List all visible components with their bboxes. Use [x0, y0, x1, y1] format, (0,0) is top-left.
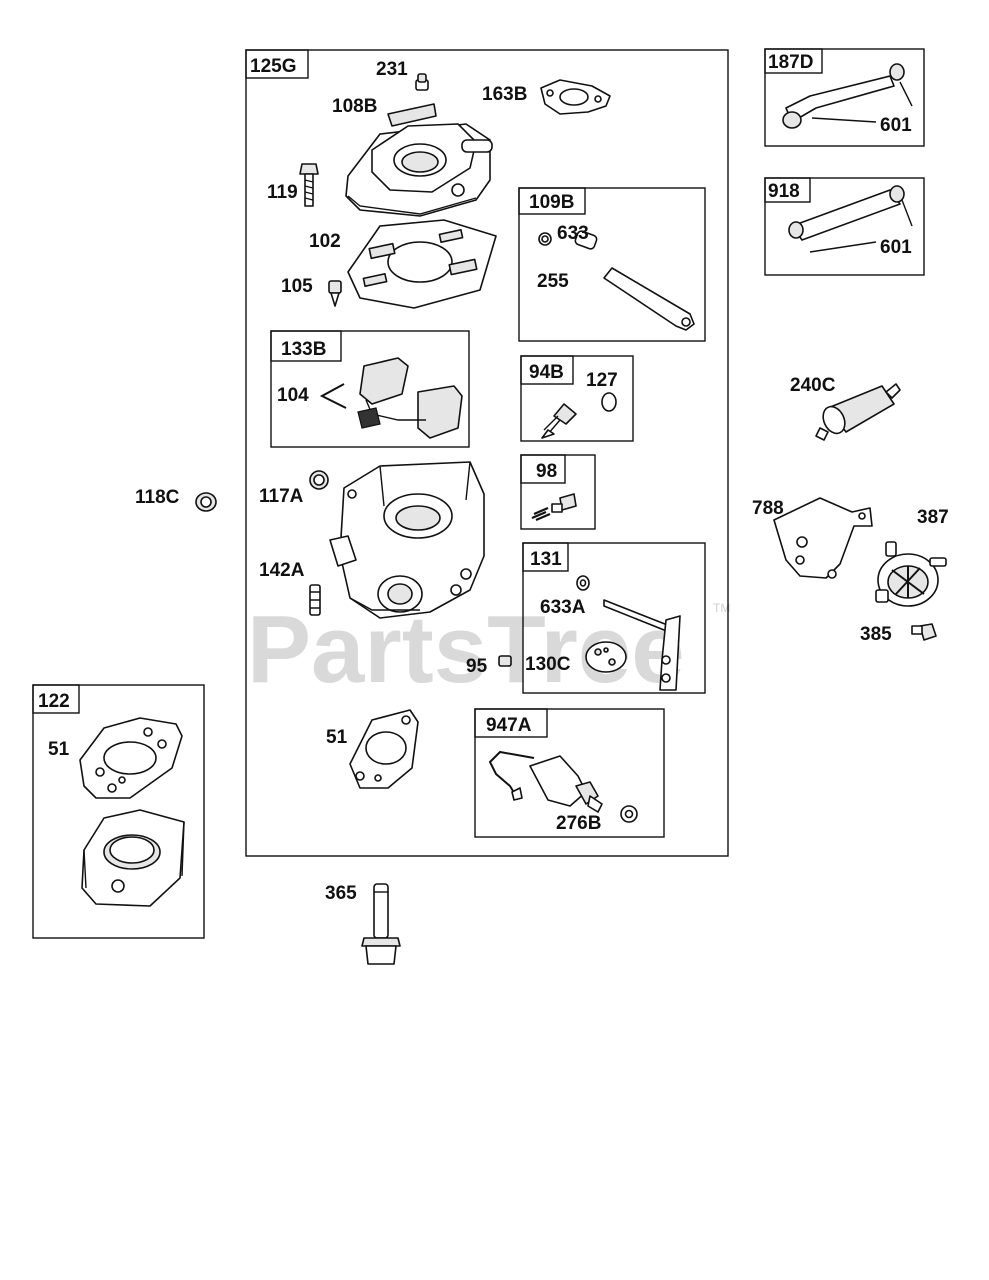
group-label-122: 122 [38, 691, 70, 712]
label-127[interactable]: 127 [586, 370, 618, 391]
label-130C[interactable]: 130C [525, 654, 571, 675]
part-633A-washer[interactable] [576, 575, 590, 591]
part-51-gasket-center[interactable] [349, 709, 419, 789]
group-109B[interactable]: 109B [518, 187, 706, 342]
part-118C-plug[interactable] [195, 492, 217, 512]
group-125G[interactable]: 125G [245, 49, 729, 857]
label-105[interactable]: 105 [281, 276, 313, 297]
part-133B-float[interactable] [357, 357, 463, 439]
group-label-947A: 947A [486, 715, 532, 736]
part-117A-plug[interactable] [309, 470, 329, 490]
label-163B[interactable]: 163B [482, 84, 527, 105]
part-carburetor-body[interactable] [329, 461, 485, 619]
part-276B-washer[interactable] [620, 805, 638, 823]
part-105-needle[interactable] [328, 280, 342, 307]
part-633-washer[interactable] [538, 232, 552, 246]
label-387[interactable]: 387 [917, 507, 949, 528]
group-label-98: 98 [536, 461, 557, 482]
label-240C[interactable]: 240C [790, 375, 836, 396]
part-98-spring-screw[interactable] [531, 493, 577, 522]
part-119-screw[interactable] [299, 163, 319, 207]
watermark-trademark: TM [713, 601, 730, 615]
label-95[interactable]: 95 [466, 656, 488, 677]
part-122-spacer[interactable] [81, 809, 185, 907]
label-117A[interactable]: 117A [259, 486, 304, 507]
part-231-screw[interactable] [415, 73, 429, 91]
label-633A[interactable]: 633A [540, 597, 586, 618]
label-385[interactable]: 385 [860, 624, 892, 645]
part-187D-hose[interactable] [782, 63, 913, 129]
group-label-131: 131 [530, 549, 562, 570]
group-947A[interactable]: 947A [474, 708, 665, 838]
label-102[interactable]: 102 [309, 231, 341, 252]
part-102-gasket[interactable] [347, 219, 497, 309]
label-119[interactable]: 119 [267, 182, 298, 203]
group-187D[interactable]: 187D [764, 48, 925, 147]
part-240C-fuel-filter[interactable] [815, 383, 901, 441]
part-131-choke-shaft[interactable] [603, 599, 681, 691]
group-122[interactable]: 122 [32, 684, 205, 939]
group-98[interactable]: 98 [520, 454, 596, 530]
part-947A-solenoid[interactable] [488, 750, 603, 813]
part-365-bolt[interactable] [361, 883, 401, 965]
part-51-gasket-left[interactable] [79, 717, 183, 799]
part-788-bracket[interactable] [773, 497, 873, 579]
part-104-pin[interactable] [319, 383, 347, 409]
label-601-top[interactable]: 601 [880, 115, 912, 136]
label-365[interactable]: 365 [325, 883, 357, 904]
label-633[interactable]: 633 [557, 223, 589, 244]
group-131[interactable]: 131 [522, 542, 706, 694]
part-130C-choke-plate[interactable] [585, 641, 627, 673]
label-51-left[interactable]: 51 [48, 739, 70, 760]
label-51-center[interactable]: 51 [326, 727, 348, 748]
group-label-125G: 125G [250, 56, 296, 77]
label-104[interactable]: 104 [277, 385, 309, 406]
part-108B-gasket[interactable] [387, 103, 437, 127]
part-142A-jet[interactable] [309, 584, 321, 616]
label-788[interactable]: 788 [752, 498, 784, 519]
part-918-hose[interactable] [788, 185, 913, 253]
group-label-918: 918 [768, 181, 800, 202]
label-255[interactable]: 255 [537, 271, 569, 292]
part-95-screw[interactable] [498, 655, 512, 667]
label-108B[interactable]: 108B [332, 96, 377, 117]
group-94B[interactable]: 94B [520, 355, 634, 442]
part-255-shaft[interactable] [574, 230, 695, 331]
group-133B[interactable]: 133B [270, 330, 470, 448]
part-carburetor-top-cover[interactable] [345, 123, 493, 217]
group-label-133B: 133B [281, 339, 326, 360]
part-127-oring[interactable] [601, 392, 617, 412]
group-918[interactable]: 918 [764, 177, 925, 276]
label-601-bottom[interactable]: 601 [880, 237, 912, 258]
part-163B-gasket[interactable] [540, 79, 611, 115]
group-label-94B: 94B [529, 362, 564, 383]
label-231[interactable]: 231 [376, 59, 408, 80]
label-118C[interactable]: 118C [135, 487, 180, 508]
label-142A[interactable]: 142A [259, 560, 305, 581]
part-385-screw[interactable] [911, 623, 937, 641]
label-276B[interactable]: 276B [556, 813, 601, 834]
group-label-109B: 109B [529, 192, 574, 213]
group-label-187D: 187D [768, 52, 813, 73]
part-94B-screw[interactable] [541, 403, 577, 439]
part-387-fuel-pump[interactable] [875, 541, 947, 607]
